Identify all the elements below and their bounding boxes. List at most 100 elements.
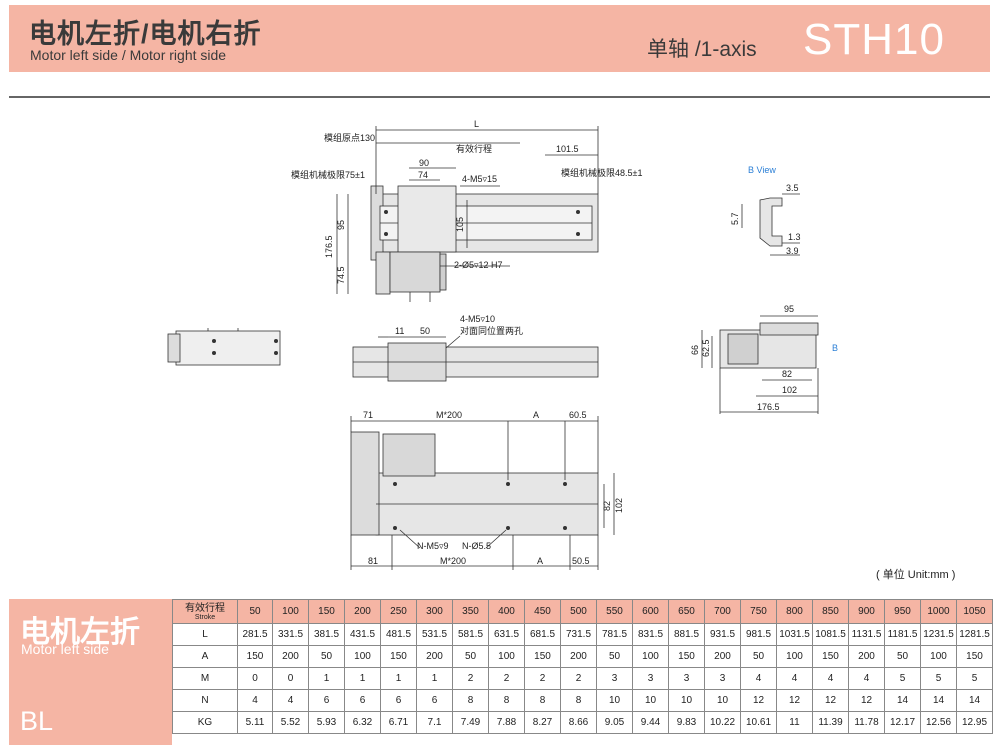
dim-a-top: A <box>533 410 539 420</box>
spec-cell: 12.17 <box>884 711 921 734</box>
spec-cell: 100 <box>776 645 813 668</box>
spec-cell: 8 <box>488 689 525 712</box>
spec-cell: 1 <box>416 667 453 690</box>
dim-holes-m5: N-M5▿9 <box>417 541 449 551</box>
spec-cell: 3 <box>632 667 669 690</box>
spec-cell: 681.5 <box>524 623 561 646</box>
spec-cell: 531.5 <box>416 623 453 646</box>
stroke-col-header: 500 <box>560 599 597 624</box>
dim-L: L <box>474 119 479 129</box>
spec-cell: 14 <box>956 689 993 712</box>
spec-cell: 4 <box>272 689 309 712</box>
dim-h105: 105 <box>455 217 465 232</box>
spec-section-label: 电机左折 Motor left side BL <box>9 599 172 745</box>
spec-cell: 50 <box>884 645 921 668</box>
dim-90: 90 <box>419 158 429 168</box>
spec-cell: 2 <box>524 667 561 690</box>
spec-cell: 4 <box>848 667 885 690</box>
spec-cell: 2 <box>488 667 525 690</box>
spec-cell: 881.5 <box>668 623 705 646</box>
model-name: STH10 <box>803 15 945 64</box>
spec-cell: 631.5 <box>488 623 525 646</box>
spec-cell: 6.32 <box>344 711 381 734</box>
header-banner: 电机左折/电机右折 Motor left side / Motor right … <box>9 5 990 72</box>
spec-cell: 9.05 <box>596 711 633 734</box>
spec-cell: 14 <box>884 689 921 712</box>
spec-cell: 100 <box>488 645 525 668</box>
spec-cell: 6 <box>308 689 345 712</box>
stroke-col-header: 950 <box>884 599 921 624</box>
spec-cell: 1 <box>308 667 345 690</box>
spec-cell: 1281.5 <box>956 623 993 646</box>
header-divider <box>9 96 990 98</box>
spec-cell: 981.5 <box>740 623 777 646</box>
dim-71: 71 <box>363 410 373 420</box>
stroke-col-header: 400 <box>488 599 525 624</box>
b-view-label: B View <box>748 165 776 175</box>
dim-front-note: 对面同位置两孔 <box>460 325 523 336</box>
stroke-col-header: 600 <box>632 599 669 624</box>
stroke-col-header: 550 <box>596 599 633 624</box>
spec-cell: 150 <box>956 645 993 668</box>
dim-50-5: 50.5 <box>572 556 590 566</box>
stroke-col-header: 850 <box>812 599 849 624</box>
spec-cell: 781.5 <box>596 623 633 646</box>
spec-cell: 10 <box>668 689 705 712</box>
spec-cell: 150 <box>524 645 561 668</box>
spec-row-label: KG <box>172 711 238 734</box>
spec-cell: 931.5 <box>704 623 741 646</box>
stroke-col-header: 300 <box>416 599 453 624</box>
spec-cell: 6 <box>416 689 453 712</box>
stroke-col-header: 700 <box>704 599 741 624</box>
spec-cell: 8 <box>452 689 489 712</box>
spec-cell: 200 <box>704 645 741 668</box>
stroke-col-header: 800 <box>776 599 813 624</box>
spec-cell: 4 <box>740 667 777 690</box>
stroke-header: 有效行程 Stroke <box>172 599 238 624</box>
spec-cell: 3 <box>704 667 741 690</box>
spec-cell: 581.5 <box>452 623 489 646</box>
dim-mech-left: 模组机械极限75±1 <box>291 169 365 180</box>
dim-stroke: 有效行程 <box>456 143 492 154</box>
stroke-col-header: 1000 <box>920 599 957 624</box>
dim-end-95: 95 <box>784 304 794 314</box>
dim-holes-d5-5: N-Ø5.5 <box>462 541 491 551</box>
dim-h95: 95 <box>336 220 346 230</box>
spec-cell: 12 <box>740 689 777 712</box>
spec-cell: 1181.5 <box>884 623 921 646</box>
spec-cell: 4 <box>812 667 849 690</box>
dim-front-screw: 4-M5▿10 <box>460 314 495 324</box>
spec-cell: 12 <box>776 689 813 712</box>
spec-cell: 50 <box>596 645 633 668</box>
spec-cell: 100 <box>920 645 957 668</box>
spec-cell: 7.88 <box>488 711 525 734</box>
spec-cell: 1131.5 <box>848 623 885 646</box>
dim-top-screw: 4-M5▿15 <box>462 174 497 184</box>
page-subtitle: Motor left side / Motor right side <box>30 47 227 63</box>
dim-end-62-5: 62.5 <box>701 339 711 357</box>
spec-cell: 8.66 <box>560 711 597 734</box>
dim-101-5: 101.5 <box>556 144 579 154</box>
dim-3-5: 3.5 <box>786 183 799 193</box>
spec-cell: 7.1 <box>416 711 453 734</box>
spec-cell: 6 <box>380 689 417 712</box>
spec-cell: 5 <box>884 667 921 690</box>
spec-cell: 10.22 <box>704 711 741 734</box>
spec-row-label: M <box>172 667 238 690</box>
dim-a-bottom: A <box>537 556 543 566</box>
dim-11: 11 <box>395 326 404 336</box>
dim-end-176-5: 176.5 <box>757 402 780 412</box>
spec-cell: 6.71 <box>380 711 417 734</box>
dim-bottom-82: 82 <box>602 501 612 511</box>
spec-cell: 10.61 <box>740 711 777 734</box>
spec-cell: 831.5 <box>632 623 669 646</box>
spec-title-cn: 电机左折 <box>20 616 140 649</box>
technical-drawing: L 模组原点130 有效行程 101.5 90 74 模组机械极限75±1 4-… <box>167 119 838 570</box>
spec-row-label: N <box>172 689 238 712</box>
